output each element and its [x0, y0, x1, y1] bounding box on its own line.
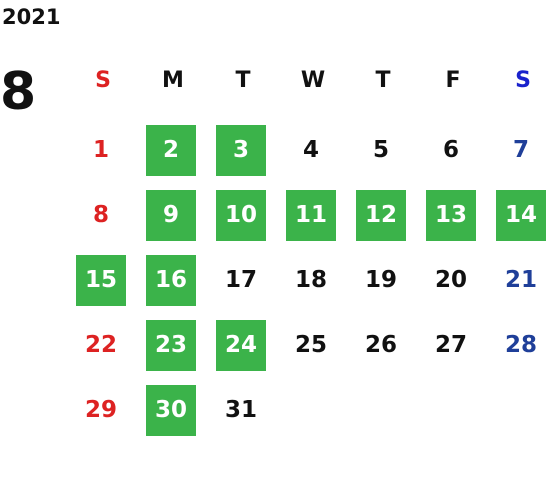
day-number: 21 — [504, 267, 537, 293]
day-cell[interactable]: 6 — [418, 118, 488, 183]
day-number: 25 — [294, 332, 327, 358]
day-cell[interactable]: 25 — [278, 313, 348, 378]
day-cell[interactable]: 2 — [138, 118, 208, 183]
day-cell[interactable]: 23 — [138, 313, 208, 378]
day-cell[interactable]: 10 — [208, 183, 278, 248]
day-cell[interactable]: 11 — [278, 183, 348, 248]
day-cell[interactable]: 13 — [418, 183, 488, 248]
day-number: 5 — [372, 137, 389, 163]
day-number: 4 — [302, 137, 319, 163]
day-cell[interactable]: 4 — [278, 118, 348, 183]
day-cell[interactable]: 17 — [208, 248, 278, 313]
day-cell[interactable]: 30 — [138, 378, 208, 443]
day-number: 26 — [364, 332, 397, 358]
day-number: 14 — [496, 190, 546, 241]
weekday-header: W — [300, 68, 326, 93]
weekday-header: T — [235, 68, 251, 93]
day-cell[interactable]: 20 — [418, 248, 488, 313]
day-number: 10 — [216, 190, 266, 241]
day-number: 27 — [434, 332, 467, 358]
day-number: 9 — [146, 190, 196, 241]
day-cell[interactable]: 29 — [68, 378, 138, 443]
day-cell[interactable]: 3 — [208, 118, 278, 183]
weekday-header: S — [515, 68, 531, 93]
day-number: 11 — [286, 190, 336, 241]
day-number: 22 — [84, 332, 117, 358]
day-cell[interactable]: 5 — [348, 118, 418, 183]
day-cell[interactable]: 9 — [138, 183, 208, 248]
weekday-header: M — [162, 68, 184, 93]
day-cell[interactable]: 24 — [208, 313, 278, 378]
weekday-header: T — [375, 68, 391, 93]
weekday-header: F — [445, 68, 461, 93]
day-number: 31 — [224, 397, 257, 423]
day-number: 1 — [92, 137, 109, 163]
day-number: 28 — [504, 332, 537, 358]
day-cell[interactable]: 31 — [208, 378, 278, 443]
day-cell[interactable]: 7 — [488, 118, 548, 183]
day-cell[interactable]: 18 — [278, 248, 348, 313]
day-cell[interactable]: 21 — [488, 248, 548, 313]
day-cell[interactable]: 15 — [68, 248, 138, 313]
day-number: 15 — [76, 255, 126, 306]
day-cell[interactable]: 28 — [488, 313, 548, 378]
day-number: 17 — [224, 267, 257, 293]
day-number: 3 — [216, 125, 266, 176]
day-number: 19 — [364, 267, 397, 293]
day-cell[interactable]: 8 — [68, 183, 138, 248]
day-number: 16 — [146, 255, 196, 306]
day-number: 24 — [216, 320, 266, 371]
day-cell[interactable]: 1 — [68, 118, 138, 183]
day-number: 23 — [146, 320, 196, 371]
month-number: 8 — [0, 62, 37, 122]
day-number: 8 — [92, 202, 109, 228]
day-cell[interactable]: 22 — [68, 313, 138, 378]
day-number: 20 — [434, 267, 467, 293]
day-number: 12 — [356, 190, 406, 241]
day-number: 6 — [442, 137, 459, 163]
day-cell[interactable]: 12 — [348, 183, 418, 248]
day-cell[interactable]: 14 — [488, 183, 548, 248]
day-number: 7 — [512, 137, 529, 163]
day-number: 18 — [294, 267, 327, 293]
day-cell[interactable]: 19 — [348, 248, 418, 313]
weekday-header: S — [95, 68, 111, 93]
day-number: 13 — [426, 190, 476, 241]
day-cell[interactable]: 27 — [418, 313, 488, 378]
year-label: 2021 — [2, 5, 61, 29]
day-number: 30 — [146, 385, 196, 436]
day-number: 2 — [146, 125, 196, 176]
day-cell[interactable]: 26 — [348, 313, 418, 378]
day-cell[interactable]: 16 — [138, 248, 208, 313]
day-number: 29 — [84, 397, 117, 423]
